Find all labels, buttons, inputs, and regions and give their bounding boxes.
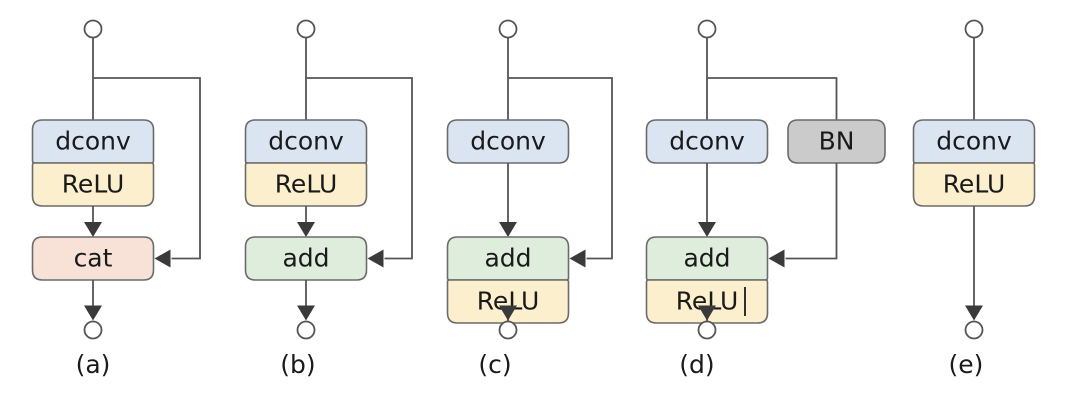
panel-d-output-arrow-icon (698, 305, 716, 321)
panel-c-mid-arrow-icon (499, 222, 517, 237)
panel-c-relu-box[interactable] (446, 279, 570, 324)
panel-c-output-node (498, 320, 518, 340)
panel-d-add-label: add (683, 244, 730, 273)
panel-a-mid-arrow-icon (84, 222, 102, 237)
panel-a-input-node (83, 19, 103, 39)
panel-b-dconv-label: dconv (268, 127, 344, 156)
panel-a-relu-label: ReLU (62, 170, 125, 199)
panel-e-relu-label: ReLU (943, 170, 1006, 199)
panel-d-mid-arrow-icon (698, 222, 716, 237)
panel-a-caption: (a) (76, 350, 111, 379)
panel-d-skip-segment-bottom (785, 163, 838, 260)
panel-c-dconv-box[interactable] (446, 119, 570, 164)
panel-e-output-node (964, 320, 984, 340)
panel-c-input-node (498, 19, 518, 39)
panel-b-mid-arrow-icon (297, 222, 315, 237)
panel-c-skip-arrow-icon (569, 249, 586, 268)
panel-d-input-node (697, 19, 717, 39)
panel-d-caption: (d) (679, 350, 714, 379)
panel-e-caption: (e) (949, 350, 984, 379)
panel-d-bn-box[interactable] (787, 119, 886, 164)
panel-d-skip-segment-top (707, 77, 838, 120)
panel-b-skip-path (306, 77, 413, 260)
panel-a-dconv-label: dconv (55, 127, 131, 156)
panel-e-input-node (964, 19, 984, 39)
panel-c-dconv-label: dconv (470, 127, 546, 156)
panel-a-relu-box[interactable] (31, 162, 155, 207)
panel-c-output-arrow-icon (499, 305, 517, 321)
panel-b-caption: (b) (280, 350, 315, 379)
panel-d-dconv-label: dconv (669, 127, 745, 156)
panel-c-add-label: add (484, 244, 531, 273)
panel-b-skip-arrow-icon (367, 249, 384, 268)
panel-d-relu-box[interactable] (645, 279, 769, 324)
panel-d-skip-arrow-icon (768, 249, 785, 268)
panel-a-cat-box[interactable] (31, 236, 155, 281)
panel-a-cat-label: cat (74, 244, 113, 273)
panel-c-caption: (c) (478, 350, 511, 379)
panel-a-skip-path (93, 77, 201, 260)
panel-e-output-arrow-icon (965, 305, 983, 321)
panel-b-output-node (296, 320, 316, 340)
panel-e-relu-box[interactable] (912, 162, 1036, 207)
panel-b-output-arrow-icon (297, 305, 315, 321)
panel-b-relu-box[interactable] (244, 162, 368, 207)
panel-c-skip-path (508, 77, 613, 260)
panel-d-output-node (697, 320, 717, 340)
panel-e-dconv-label: dconv (936, 127, 1012, 156)
panel-d-bn-label: BN (819, 127, 855, 156)
panel-a-output-node (83, 320, 103, 340)
panel-b-add-box[interactable] (244, 236, 368, 281)
panel-d-dconv-box[interactable] (645, 119, 769, 164)
panel-b-input-node (296, 19, 316, 39)
panel-b-relu-label: ReLU (275, 170, 338, 199)
panel-b-add-label: add (282, 244, 329, 273)
panel-a-skip-arrow-icon (154, 249, 171, 268)
panel-a-output-arrow-icon (84, 305, 102, 321)
